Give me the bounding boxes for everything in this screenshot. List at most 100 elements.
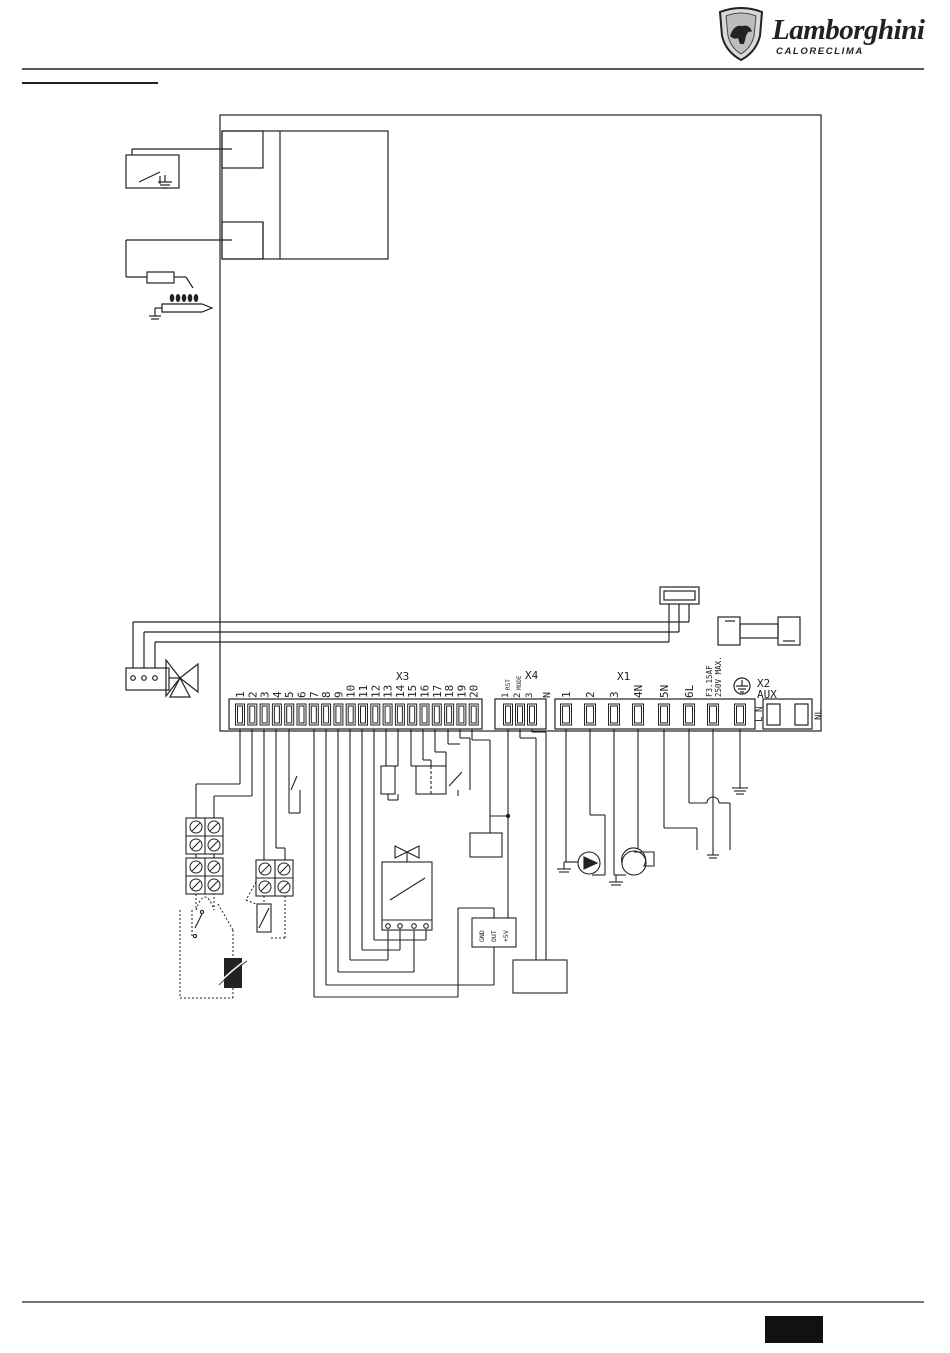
x3-terminal-label-2: 2: [246, 691, 259, 698]
burner-icon: [149, 304, 212, 319]
label-x2-n: N: [755, 707, 765, 712]
x3-terminal-label-3: 3: [259, 691, 272, 698]
ground-icon-mains: [707, 855, 719, 858]
ground-icon-chassis: [732, 788, 748, 794]
x3-terminal-screw-16: [420, 704, 429, 725]
x3-terminal-screw-3: [260, 704, 269, 725]
x3-terminal-label-10: 10: [345, 685, 358, 698]
x3-terminal-label-16: 16: [419, 685, 432, 698]
circulation-pump-icon: [578, 852, 600, 874]
auxiliary-device-box: [470, 833, 502, 857]
gas-valve-icon: [395, 846, 407, 858]
x3-terminal-label-9: 9: [332, 691, 345, 698]
x3-terminal-screw-9: [334, 704, 343, 725]
x3-terminal-label-18: 18: [443, 685, 456, 698]
x3-terminal-label-1: 1: [234, 691, 247, 698]
x3-terminal-screw-15: [408, 704, 417, 725]
fan-icon: [622, 848, 654, 875]
x3-terminal-label-12: 12: [369, 685, 382, 698]
x4-terminal-label-3: 3: [525, 693, 535, 698]
x1-terminal-label-4: 4N: [632, 685, 645, 698]
air-pressure-switch: [416, 766, 446, 794]
x3-terminal-screw-17: [432, 704, 441, 725]
x3-terminal-label-6: 6: [296, 691, 309, 698]
ignition-resistor: [147, 272, 174, 283]
label-x4-mode: MODE: [516, 675, 523, 690]
x3-terminal-label-4: 4: [271, 691, 284, 698]
x4-terminal-screw-1: [504, 704, 513, 725]
x3-terminal-label-5: 5: [283, 691, 296, 698]
x3-terminal-label-15: 15: [406, 685, 419, 698]
label-x4: X4: [525, 669, 539, 682]
label-fuse-rating: 250V MAX.: [714, 656, 723, 697]
label-x4-rst: RST: [505, 679, 512, 690]
page-number-box: [765, 1316, 823, 1343]
x4-terminal-screw-2: [516, 704, 525, 725]
x3-terminal-label-11: 11: [357, 685, 370, 698]
x3-terminal-screw-13: [383, 704, 392, 725]
x1-terminal-screws: [561, 704, 746, 725]
x3-terminal-screw-1: [236, 704, 245, 725]
control-board: [220, 115, 821, 731]
x3-terminal-screws: [236, 704, 479, 725]
ground-icon-fan: [609, 875, 623, 885]
label-x2-l: L: [755, 717, 765, 722]
ground-icon-pump: [557, 862, 578, 872]
x1-terminal-label-5: 5N: [658, 685, 671, 698]
x1-terminal-label-2: 2: [584, 691, 597, 698]
room-thermostat-switch: [195, 914, 202, 928]
x1-terminal-label-1: 1: [560, 691, 573, 698]
x1-terminal-label-6: 6L: [683, 684, 696, 698]
x3-terminal-screw-19: [457, 704, 466, 725]
remote-control-icon: [218, 958, 247, 988]
label-gnd: GND: [478, 930, 486, 942]
x3-terminal-label-8: 8: [320, 691, 333, 698]
x3-terminal-label-20: 20: [468, 685, 481, 698]
valve-connector: [660, 587, 699, 604]
junction-dot: [506, 814, 510, 818]
earth-ground-icon: [734, 678, 750, 694]
external-wiring: [186, 729, 748, 997]
three-way-valve-terminal: [126, 668, 169, 690]
x3-terminal-screw-8: [322, 704, 331, 725]
external-control-box: [513, 960, 567, 993]
safety-thermostat: [126, 155, 179, 188]
x4-terminal-label-2: 2: [513, 693, 523, 698]
label-x3: X3: [396, 670, 409, 683]
label-x4-n: N: [542, 692, 553, 698]
x3-terminal-screw-6: [297, 704, 306, 725]
x4-terminal-label-1: 1: [501, 693, 511, 698]
x1-terminal-labels: 1 2 3 4N 5N 6L: [560, 684, 696, 698]
label-aux: AUX: [757, 688, 777, 701]
x3-terminal-label-19: 19: [455, 685, 468, 698]
label-fuse: F3.15AF: [705, 665, 714, 697]
label-x1: X1: [617, 670, 630, 683]
x3-terminal-label-13: 13: [382, 685, 395, 698]
x3-terminal-screw-20: [469, 704, 478, 725]
x4-terminal-screw-3: [528, 704, 537, 725]
x3-terminal-screw-7: [309, 704, 318, 725]
x3-terminal-label-14: 14: [394, 684, 407, 698]
x3-terminal-screw-2: [248, 704, 257, 725]
x3-terminal-screw-14: [395, 704, 404, 725]
x3-terminal-screw-10: [346, 704, 355, 725]
x4-terminal-screws: [504, 704, 537, 725]
label-out: OUT: [490, 930, 498, 942]
x3-terminal-label-7: 7: [308, 691, 321, 698]
label-x2-nl: NL: [814, 709, 824, 720]
x3-terminal-screw-4: [272, 704, 281, 725]
label-5v: +5V: [502, 930, 510, 942]
x3-terminal-screw-11: [359, 704, 368, 725]
x3-terminal-screw-12: [371, 704, 380, 725]
connector-cable-icon: [718, 617, 800, 645]
burner-flame-icon: [170, 294, 199, 302]
modulator-resistor: [381, 766, 395, 794]
ignition-module: [222, 131, 388, 259]
x3-terminal-screw-18: [445, 704, 454, 725]
x1-terminal-label-3: 3: [608, 691, 621, 698]
x3-terminal-label-17: 17: [431, 685, 444, 698]
x3-terminal-screw-5: [285, 704, 294, 725]
